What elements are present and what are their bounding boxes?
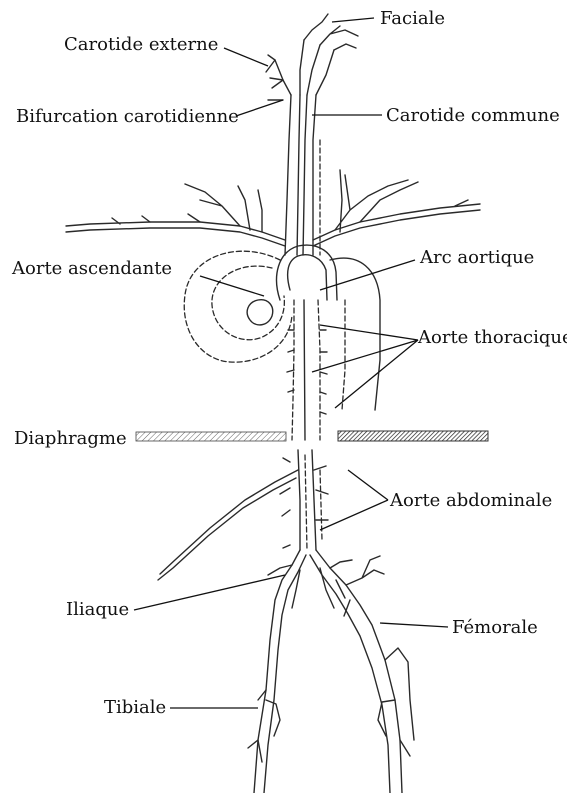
label-tibiale: Tibiale [104, 697, 166, 718]
carotid-bifurcation [275, 40, 334, 95]
right-arch-loop-2 [342, 300, 345, 410]
label-aorte-thoracique: Aorte thoracique [417, 327, 567, 348]
diaphragm-left [136, 432, 286, 441]
ascending-aorta-loop [184, 251, 292, 362]
leader-iliaque [134, 575, 285, 610]
leader-aorte-ascendante [200, 276, 264, 296]
label-carotide-externe: Carotide externe [64, 34, 218, 55]
aortic-arch [288, 255, 327, 300]
carotid-trunk-right [303, 95, 316, 255]
iliac-branches [268, 556, 384, 616]
aortic-arch-outer [277, 245, 337, 300]
leader-bifurcation [236, 100, 283, 116]
leader-aorte-thoracique [312, 325, 418, 408]
label-aorte-ascendante: Aorte ascendante [11, 258, 172, 279]
left-arm-branches [112, 184, 262, 232]
vessel-tree [66, 14, 488, 793]
label-femorale: Fémorale [452, 617, 538, 638]
carotid-trunk-left [285, 95, 300, 255]
right-arch-loop [330, 258, 380, 410]
leader-faciale [332, 18, 374, 22]
right-arm-branches [335, 170, 468, 232]
label-diaphragme: Diaphragme [14, 428, 127, 449]
label-faciale: Faciale [380, 8, 445, 29]
ascending-aorta-inner [212, 266, 284, 340]
label-aorte-abdominale: Aorte abdominale [389, 490, 552, 511]
abdominal-branches-left [158, 458, 298, 580]
facial-artery [304, 14, 358, 50]
left-subclavian [66, 222, 285, 246]
leader-femorale [380, 623, 448, 627]
heart-root [247, 300, 273, 325]
labels: Faciale Carotide externe Bifurcation car… [11, 8, 567, 718]
external-carotid-branches [266, 55, 283, 100]
diaphragm-right [338, 431, 488, 441]
label-carotide-commune: Carotide commune [386, 105, 560, 126]
thoracic-aorta-core [304, 300, 305, 440]
label-bifurcation-carotidienne: Bifurcation carotidienne [16, 106, 239, 127]
label-arc-aortique: Arc aortique [419, 247, 534, 268]
leader-carotide-externe [224, 48, 268, 66]
right-leg-branches [378, 648, 414, 756]
leader-aorte-abdominale [320, 470, 388, 530]
label-iliaque: Iliaque [66, 599, 129, 620]
